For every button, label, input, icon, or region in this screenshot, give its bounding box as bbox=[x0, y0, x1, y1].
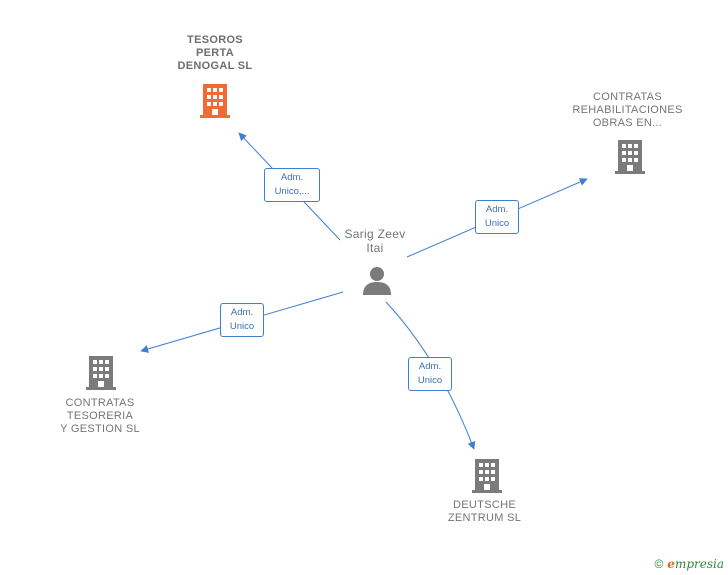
person-label[interactable]: Sarig Zeev Itai bbox=[344, 227, 406, 255]
building-icon[interactable] bbox=[615, 140, 645, 174]
building-icon[interactable] bbox=[200, 84, 230, 118]
building-icon[interactable] bbox=[86, 356, 116, 390]
building-icon[interactable] bbox=[472, 459, 502, 493]
brand-name: mpresia bbox=[674, 557, 724, 571]
brand-initial: e bbox=[667, 557, 675, 571]
company-label-tesoros[interactable]: TESOROS PERTA DENOGAL SL bbox=[177, 34, 253, 72]
relation-label-deutsche[interactable]: Adm. Unico bbox=[408, 357, 452, 391]
relation-label-contratas-rehab[interactable]: Adm. Unico bbox=[475, 200, 519, 234]
person-icon[interactable] bbox=[363, 267, 391, 295]
empresia-logo[interactable]: ©empresia bbox=[654, 557, 724, 571]
copyright-symbol: © bbox=[654, 557, 664, 571]
company-label-contratas-rehab[interactable]: CONTRATAS REHABILITACIONES OBRAS EN... bbox=[572, 91, 683, 129]
relation-label-contratas-tesoreria[interactable]: Adm. Unico bbox=[220, 303, 264, 337]
company-label-contratas-tesoreria[interactable]: CONTRATAS TESORERIA Y GESTION SL bbox=[60, 397, 140, 435]
relation-label-tesoros[interactable]: Adm. Unico,... bbox=[264, 168, 320, 202]
company-label-deutsche[interactable]: DEUTSCHE ZENTRUM SL bbox=[447, 499, 522, 524]
